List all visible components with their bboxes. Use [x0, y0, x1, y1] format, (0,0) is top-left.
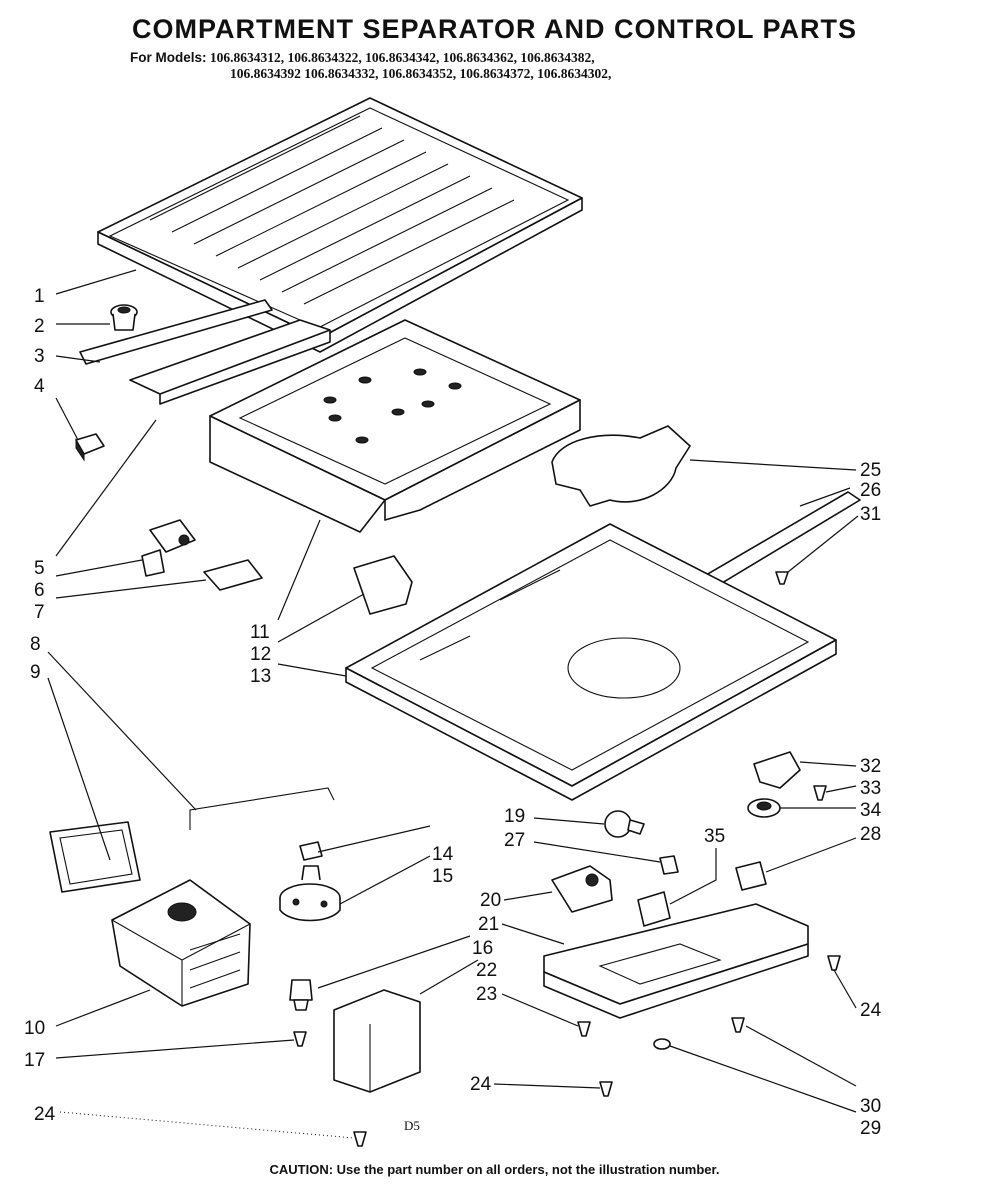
part-10-control-housing [111, 879, 251, 1007]
model-list: For Models: 106.8634312, 106.8634322, 10… [130, 50, 890, 82]
part-33-screw [813, 785, 827, 801]
part-14-clip [299, 841, 323, 861]
callout-8: 8 [30, 634, 41, 655]
callout-15: 15 [432, 866, 453, 887]
callout-20: 20 [480, 890, 501, 911]
part-7-bracket [203, 559, 263, 591]
models-row-1: 106.8634312, 106.8634322, 106.8634342, 1… [209, 50, 595, 65]
callout-7: 7 [34, 602, 45, 623]
part-19-bulb [604, 810, 645, 838]
callout-16: 16 [472, 938, 493, 959]
callout-2: 2 [34, 316, 45, 337]
callout-5: 5 [34, 558, 45, 579]
part-16-shaft [289, 979, 313, 1011]
part-34-knob [747, 798, 781, 818]
callout-33: 33 [860, 778, 881, 799]
callout-27: 27 [504, 830, 525, 851]
part-1-separator-cover [97, 97, 583, 353]
part-13-base-panel [345, 523, 837, 801]
part-8-capillary [189, 787, 335, 830]
diagram-title: COMPARTMENT SEPARATOR AND CONTROL PARTS [132, 14, 857, 44]
part-17-screw [293, 1031, 307, 1047]
callout-24-c: 24 [860, 1000, 882, 1021]
part-25-gasket [551, 425, 691, 507]
part-12-cover [353, 555, 413, 615]
callout-17: 17 [24, 1050, 45, 1071]
callout-34: 34 [860, 800, 882, 821]
callout-32: 32 [860, 756, 881, 777]
callout-13: 13 [250, 666, 271, 687]
callout-labels: 1 2 3 4 5 6 7 8 9 10 11 12 13 14 15 16 1… [24, 286, 882, 1139]
part-32-bracket [753, 751, 801, 789]
callout-24-a: 24 [470, 1074, 492, 1095]
callout-24-b: 24 [34, 1104, 56, 1125]
leader-lines [47, 269, 859, 1139]
callout-19: 19 [504, 806, 525, 827]
callout-28: 28 [860, 824, 881, 845]
callout-25: 25 [860, 460, 881, 481]
models-row-2: 106.8634392 106.8634332, 106.8634352, 10… [230, 66, 612, 81]
callout-23: 23 [476, 984, 497, 1005]
callout-29: 29 [860, 1118, 881, 1139]
part-24-screw-c [827, 955, 841, 971]
callout-22: 22 [476, 960, 497, 981]
callout-4: 4 [34, 376, 45, 397]
part-21-control-panel [543, 903, 809, 1019]
callout-35: 35 [704, 826, 725, 847]
callout-12: 12 [250, 644, 271, 665]
part-22-bracket [333, 989, 421, 1093]
caution-note: CAUTION: Use the part number on all orde… [269, 1162, 720, 1177]
callout-3: 3 [34, 346, 45, 367]
part-24-screw-b [353, 1131, 367, 1147]
part-11-duct-housing [209, 319, 581, 533]
diagram-code: D5 [404, 1118, 420, 1133]
part-31-screw [775, 571, 789, 585]
part-6-light-socket [141, 519, 196, 577]
part-9-frame [49, 821, 141, 893]
part-2-knob [110, 304, 138, 331]
part-15-thermostat [279, 865, 341, 922]
part-27-clip [659, 855, 679, 875]
callout-14: 14 [432, 844, 454, 865]
callout-9: 9 [30, 662, 41, 683]
callout-1: 1 [34, 286, 45, 307]
part-30-screw [731, 1017, 745, 1033]
part-5-tray [129, 319, 331, 405]
part-28-connector [735, 861, 767, 891]
part-4-block [75, 433, 105, 462]
callout-21: 21 [478, 914, 499, 935]
callout-26: 26 [860, 480, 881, 501]
part-24-screw-a [599, 1081, 613, 1097]
callout-10: 10 [24, 1018, 45, 1039]
part-23-screw [577, 1021, 591, 1037]
callout-6: 6 [34, 580, 45, 601]
callout-11: 11 [250, 622, 270, 643]
part-35-plug [637, 891, 671, 927]
callout-30: 30 [860, 1096, 881, 1117]
callout-31: 31 [860, 504, 881, 525]
models-label: For Models: [130, 50, 207, 65]
part-20-switch [551, 865, 613, 913]
part-29-grommet [653, 1038, 671, 1050]
